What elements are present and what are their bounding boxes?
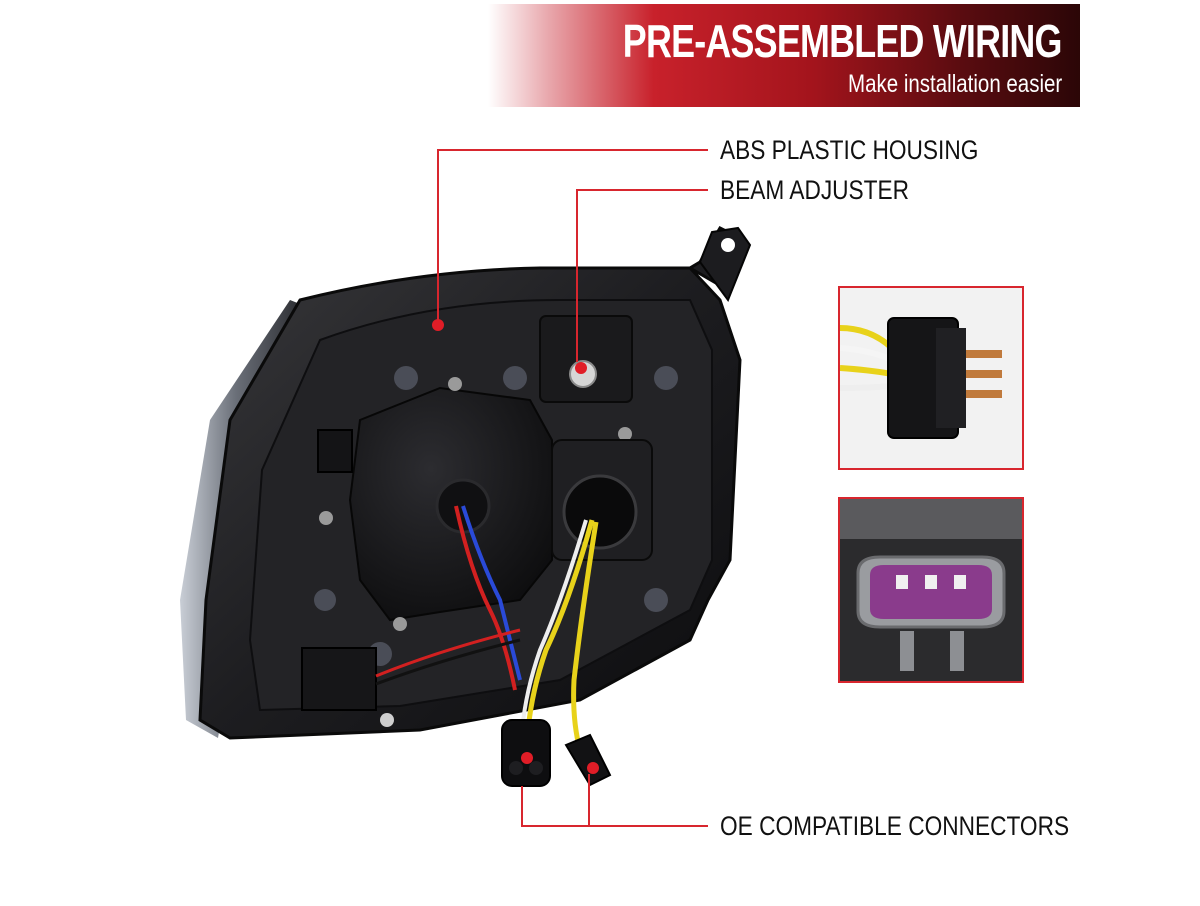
callout-beam-adjuster: BEAM ADJUSTER (720, 175, 910, 205)
screw-icon (448, 377, 462, 391)
screw-icon (393, 617, 407, 631)
leader-housing (437, 149, 708, 320)
leader-connectors (521, 786, 708, 827)
connector-face-image (840, 499, 1022, 681)
marker-connector-2 (587, 762, 599, 774)
wire-yellow (525, 519, 595, 731)
adjuster-stud (380, 713, 394, 727)
wire-black (375, 638, 521, 686)
header-banner: PRE-ASSEMBLED WIRING Make installation e… (488, 4, 1080, 107)
inset-connector-face (838, 497, 1024, 683)
callout-oe-connectors: OE COMPATIBLE CONNECTORS (720, 811, 1070, 841)
callout-abs-housing: ABS PLASTIC HOUSING (720, 135, 979, 165)
socket-opening (562, 474, 638, 550)
banner-subtitle: Make installation easier (847, 70, 1062, 98)
adjuster-boss (539, 315, 633, 403)
leader-adjuster (576, 189, 708, 362)
wire-red (454, 505, 517, 691)
vent-dot (503, 366, 527, 390)
twist-socket-connector (564, 733, 612, 787)
screw-icon (618, 427, 632, 441)
screw-icon (319, 511, 333, 525)
wire-red-2 (375, 628, 521, 678)
marker-housing (432, 319, 444, 331)
marker-connector-1 (521, 752, 533, 764)
wire-blue (461, 505, 522, 681)
vent-dot (314, 589, 336, 611)
vent-dot (394, 366, 418, 390)
lower-connector-block (301, 647, 377, 711)
inset-connector-plug (838, 286, 1024, 470)
mounting-hole (721, 238, 735, 252)
side-clip (317, 429, 353, 473)
wire-yellow-2 (571, 521, 599, 751)
connector-plug-image (840, 288, 1022, 468)
vent-dot (654, 366, 678, 390)
marker-adjuster (575, 362, 587, 374)
banner-title: PRE-ASSEMBLED WIRING (623, 15, 1063, 67)
mounting-tab (698, 226, 752, 303)
wire-white (520, 519, 588, 731)
vent-dot (644, 588, 668, 612)
